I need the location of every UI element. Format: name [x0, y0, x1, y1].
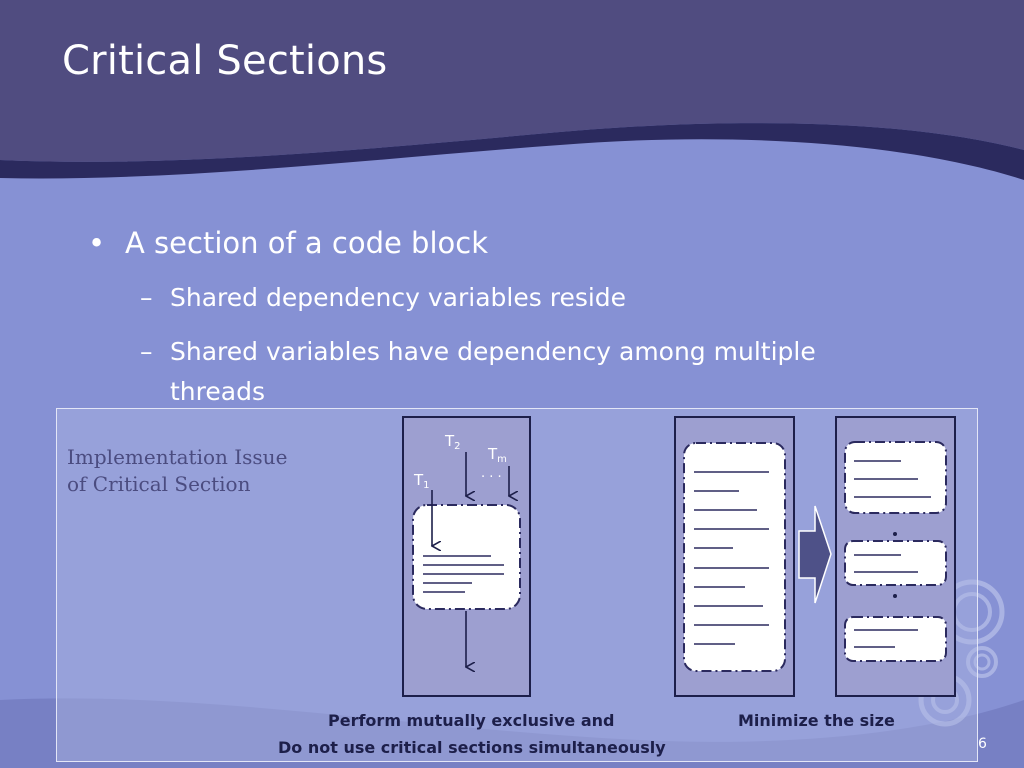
large-code-lines — [694, 471, 769, 645]
sub-bullet-text-line2: threads — [170, 377, 265, 406]
diagram-side-label: Implementation Issue of Critical Section — [67, 444, 287, 498]
sub-bullet-text: Shared dependency variables reside — [170, 283, 627, 312]
code-lines — [423, 555, 504, 593]
side-label-line1: Implementation Issue — [67, 445, 288, 469]
caption-mutual-exclusion: Perform mutually exclusive and — [328, 711, 615, 730]
block-arrow-icon — [798, 505, 832, 604]
large-critical-section-block — [683, 442, 786, 672]
dash-mark: – — [140, 283, 153, 312]
separator-dot — [893, 594, 897, 598]
caption-minimize-size: Minimize the size — [738, 711, 895, 730]
thread-ellipsis: · · · — [481, 470, 502, 485]
slide-title: Critical Sections — [62, 38, 388, 84]
small-critical-section-block — [844, 441, 947, 514]
thread-t1-label: T1 — [413, 471, 430, 491]
page-number: 6 — [978, 736, 987, 752]
small-critical-section-block — [844, 540, 947, 586]
small-critical-section-block — [844, 616, 947, 662]
dash-mark: – — [140, 337, 153, 366]
thread-tm-label: Tm — [487, 445, 507, 465]
critical-section-block — [412, 504, 521, 610]
sub-bullet-item: –Shared variables have dependency among … — [140, 332, 900, 412]
bullet-item: • A section of a code block — [88, 226, 488, 260]
bullet-mark: • — [88, 226, 106, 260]
side-label-line2: of Critical Section — [67, 472, 251, 496]
bullet-text: A section of a code block — [125, 226, 488, 260]
thread-t2-label: T2 — [444, 432, 461, 452]
sub-bullet-text-line1: Shared variables have dependency among m… — [170, 337, 816, 366]
sub-bullet-item: –Shared dependency variables reside — [140, 283, 626, 312]
caption-no-simultaneous: Do not use critical sections simultaneou… — [278, 738, 666, 757]
separator-dot — [893, 532, 897, 536]
